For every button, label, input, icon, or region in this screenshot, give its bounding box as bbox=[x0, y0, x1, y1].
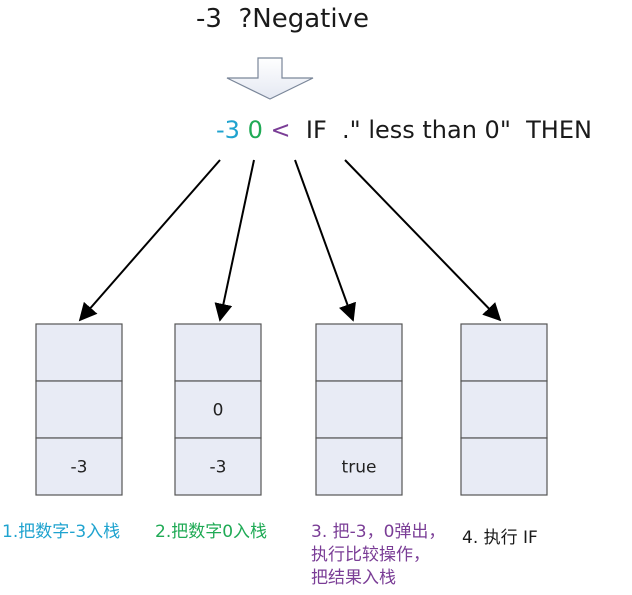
stack-1-cell-1 bbox=[35, 323, 123, 382]
token-if-then: IF ." less than 0" THEN bbox=[305, 116, 592, 144]
caption-step-2: 2.把数字0入栈 bbox=[155, 521, 267, 544]
stack-4-cell-3 bbox=[460, 437, 548, 496]
caption-step-1-line-1: 1.把数字-3入栈 bbox=[2, 522, 121, 542]
caption-step-3-line-2: 执行比较操作， bbox=[311, 545, 430, 565]
arrow-to-stack-3 bbox=[294, 159, 356, 322]
stack-4-cell-2 bbox=[460, 380, 548, 439]
stack-1-cell-3-value: -3 bbox=[71, 458, 88, 478]
stack-3-cell-3-value: true bbox=[342, 458, 377, 478]
caption-step-3: 3. 把-3，0弹出， 执行比较操作， 把结果入栈 bbox=[311, 521, 445, 590]
token-minus-3: -3 bbox=[216, 116, 240, 144]
stack-2-cell-2 bbox=[174, 380, 262, 439]
stack-2-cell-1 bbox=[174, 323, 262, 382]
down-arrow-icon bbox=[226, 57, 314, 100]
arrow-to-stack-2 bbox=[214, 159, 255, 322]
arrow-to-stack-4 bbox=[344, 159, 502, 322]
forth-code-line: -3 0 < IF ." less than 0" THEN bbox=[216, 116, 592, 144]
stack-1-cell-2 bbox=[35, 380, 123, 439]
caption-step-4: 4. 执行 IF bbox=[462, 527, 538, 550]
stack-3-cell-1 bbox=[315, 323, 403, 382]
stack-2-cell-3 bbox=[174, 437, 262, 496]
token-zero: 0 bbox=[247, 116, 263, 144]
stack-3-cell-2 bbox=[315, 380, 403, 439]
stack-1-cell-3 bbox=[35, 437, 123, 496]
caption-step-3-line-1: 3. 把-3，0弹出， bbox=[311, 522, 446, 542]
stacks-group: -3 0 -3 true bbox=[35, 323, 548, 496]
caption-step-1: 1.把数字-3入栈 bbox=[2, 521, 120, 544]
stack-2-cell-2-value: 0 bbox=[213, 401, 224, 421]
caption-step-2-line-1: 2.把数字0入栈 bbox=[155, 522, 268, 542]
caption-step-4-line-1: 4. 执行 IF bbox=[462, 528, 538, 548]
stack-2-cell-3-value: -3 bbox=[210, 458, 227, 478]
stack-3-cell-3 bbox=[315, 437, 403, 496]
arrow-to-stack-1 bbox=[78, 159, 221, 322]
title-negative: -3 ?Negative bbox=[196, 4, 369, 34]
caption-step-3-line-3: 把结果入栈 bbox=[311, 568, 396, 588]
token-less-than: < bbox=[270, 116, 291, 144]
stack-4-cell-1 bbox=[460, 323, 548, 382]
